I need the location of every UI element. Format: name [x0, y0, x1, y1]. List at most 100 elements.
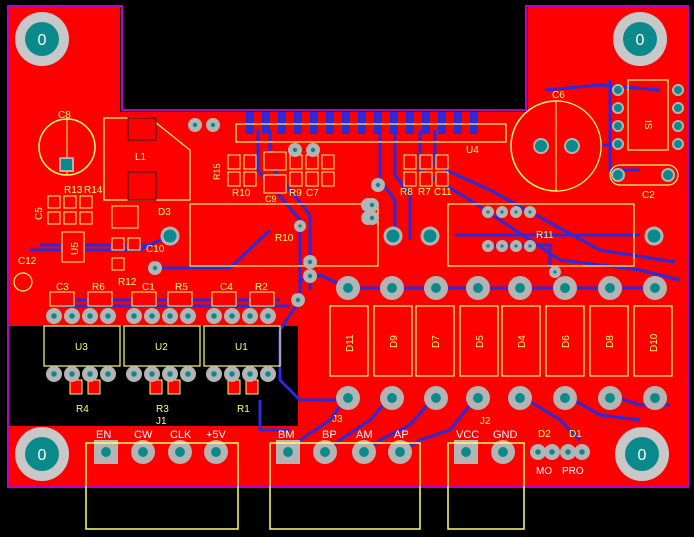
- label-pro: PRO: [562, 466, 584, 477]
- label-d1: D1: [569, 429, 582, 440]
- trace: [258, 400, 290, 432]
- via-pad: [206, 308, 222, 324]
- label-c11: C11: [434, 187, 452, 198]
- heatsink-cutout: [120, 6, 528, 112]
- via-pad: [524, 206, 536, 218]
- j3-pin-bm: BM: [278, 429, 295, 441]
- via-pad: [288, 143, 302, 157]
- connector-j2: J2 VCC GND: [447, 416, 525, 530]
- label-r11: R11: [536, 230, 554, 241]
- label-u1: U1: [235, 342, 248, 353]
- pad: [390, 112, 398, 134]
- via-pad: [549, 266, 561, 278]
- via-pad: [291, 293, 305, 307]
- via-pad: [126, 308, 142, 324]
- label-d11: D11: [345, 334, 356, 352]
- via-pad: [553, 276, 577, 300]
- smd-parts-top: R15 R10 C9 R9 C7 R8 R7 C11 U4: [212, 145, 479, 204]
- pad: [262, 112, 270, 134]
- connector-j3: J3 BM BP AM AP: [269, 414, 421, 530]
- via-pad: [100, 366, 116, 382]
- pad: [310, 112, 318, 134]
- via-pad: [524, 240, 536, 252]
- label-r1: R1: [237, 404, 250, 415]
- trace: [519, 393, 582, 442]
- via-pad: [380, 386, 404, 410]
- label-j3: J3: [332, 414, 343, 425]
- trace: [433, 130, 676, 264]
- trace: [393, 130, 412, 240]
- label-c10: C10: [146, 244, 165, 255]
- label-r10: R10: [275, 233, 294, 244]
- via-pad: [126, 366, 142, 382]
- mounting-hole-bottom-left: 0: [15, 427, 69, 481]
- via-pad: [365, 211, 379, 225]
- mounting-holes: 0 0 0 0: [15, 12, 669, 481]
- via-pad: [180, 366, 196, 382]
- pad: [470, 112, 478, 134]
- label-d7: D7: [431, 335, 442, 348]
- via-pad: [260, 308, 276, 324]
- via-pad: [336, 386, 360, 410]
- hole-label: 0: [38, 32, 47, 49]
- pad: [422, 112, 430, 134]
- label-c12: C12: [18, 256, 37, 267]
- hole-label: 0: [636, 32, 645, 49]
- mounting-hole-bottom-right: 0: [615, 427, 669, 481]
- via-pad: [336, 276, 360, 300]
- j3-pin-am: AM: [356, 429, 373, 441]
- via-pad: [144, 366, 160, 382]
- j1-pin-clk: CLK: [170, 429, 192, 441]
- via-pad: [131, 440, 155, 464]
- via-pad: [64, 366, 80, 382]
- via-pad: [482, 240, 494, 252]
- via-pad: [144, 308, 160, 324]
- pad: [454, 112, 462, 134]
- via-pad: [303, 255, 317, 269]
- label-c6: C6: [552, 90, 565, 101]
- component-r10: R10: [160, 203, 403, 267]
- label-j2: J2: [480, 416, 491, 427]
- status-leds: D2 D1 MO PRO: [536, 429, 584, 477]
- trace: [564, 393, 641, 422]
- label-d10: D10: [649, 333, 660, 352]
- label-d5: D5: [475, 335, 486, 348]
- label-r13: R13: [64, 185, 83, 196]
- label-r10-smd: R10: [232, 188, 251, 199]
- trace: [268, 130, 312, 290]
- through-hole-pads: [46, 118, 667, 464]
- label-c1: C1: [142, 282, 155, 293]
- trace: [608, 80, 640, 172]
- label-d2: D2: [538, 429, 551, 440]
- via-pad: [380, 276, 404, 300]
- via-pad: [242, 366, 258, 382]
- connector-j1: EN CW CLK +5V: [85, 429, 239, 530]
- label-r6: R6: [92, 282, 105, 293]
- component-r11: R11: [420, 203, 664, 267]
- j1-pin-en: EN: [96, 429, 111, 441]
- label-r3: R3: [156, 404, 169, 415]
- j2-pin-vcc: VCC: [456, 429, 479, 441]
- j3-pin-bp: BP: [322, 429, 337, 441]
- via-pad: [260, 366, 276, 382]
- label-c9: C9: [265, 194, 277, 204]
- pad: [406, 112, 414, 134]
- label-c7: C7: [306, 188, 319, 199]
- via-pad: [643, 276, 667, 300]
- trace: [155, 228, 272, 270]
- via-pad: [188, 118, 202, 132]
- via-pad: [94, 440, 118, 464]
- via-pad: [168, 440, 192, 464]
- via-pad: [560, 444, 576, 460]
- label-c2: C2: [642, 190, 655, 201]
- label-c8: C8: [58, 110, 71, 121]
- via-pad: [496, 206, 508, 218]
- via-pad: [510, 240, 522, 252]
- u4-edge-pads: [235, 112, 507, 143]
- pad: [358, 112, 366, 134]
- via-pad: [574, 444, 590, 460]
- hole-label: 0: [38, 447, 47, 464]
- via-pad: [424, 386, 448, 410]
- via-pad: [508, 276, 532, 300]
- mounting-hole-top-right: 0: [613, 12, 667, 66]
